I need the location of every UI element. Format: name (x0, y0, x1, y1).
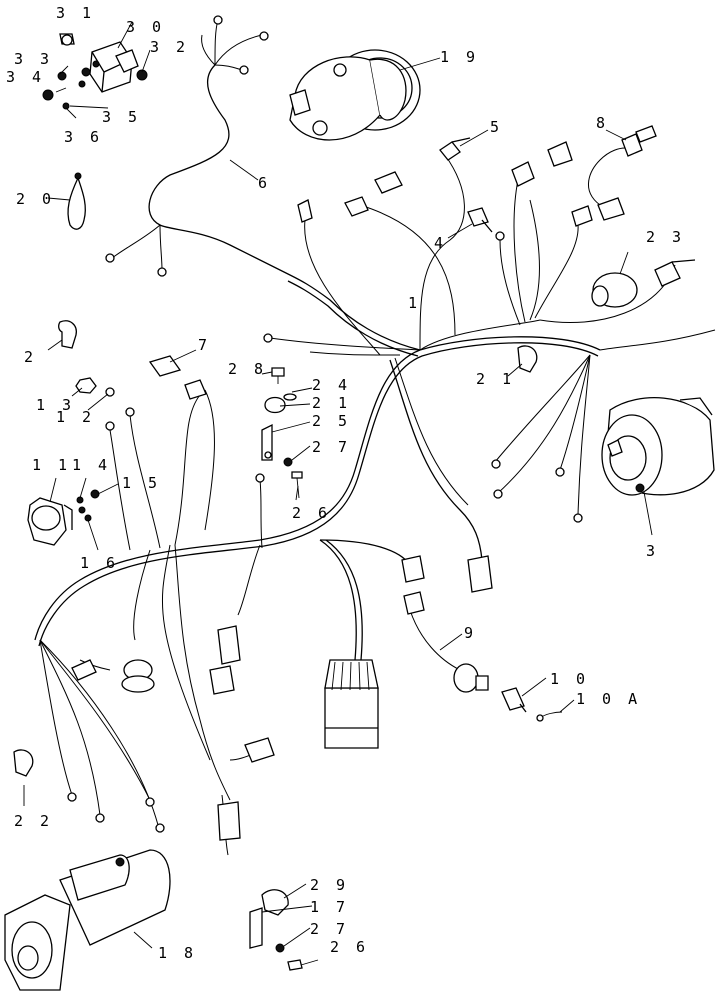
callout-3: 3 (646, 542, 659, 560)
callout-24: 2 4 (312, 376, 351, 394)
round-connector (71, 659, 155, 693)
nut-13-washer-12 (75, 377, 115, 397)
callout-5: 5 (490, 118, 503, 136)
callout-20: 2 0 (16, 190, 55, 208)
callout-17: 1 7 (310, 898, 349, 916)
connector-pair-upper-center (297, 171, 403, 223)
callout-labels: 3 1 3 0 3 2 3 3 3 4 3 5 3 6 1 9 5 8 6 2 … (6, 4, 685, 962)
callout-8: 8 (596, 114, 609, 132)
callout-19: 1 9 (440, 48, 479, 66)
connector-7 (148, 355, 207, 400)
starter-motor-18 (4, 849, 171, 991)
sensor-10 (501, 687, 527, 713)
ac-compressor (289, 49, 421, 141)
callout-26-lower: 2 6 (330, 938, 369, 956)
alternator-3 (601, 397, 715, 496)
sender-9 (453, 663, 489, 693)
main-harness (34, 19, 716, 856)
callout-31: 3 1 (56, 4, 95, 22)
multi-pin-connector (324, 659, 379, 749)
callout-36: 3 6 (64, 128, 103, 146)
callout-33: 3 3 (14, 50, 53, 68)
connector-upper-right (511, 141, 625, 227)
callout-32: 3 2 (150, 38, 189, 56)
callout-9: 9 (464, 624, 477, 642)
clip-22 (13, 749, 34, 777)
callout-7: 7 (198, 336, 211, 354)
connector-5 (439, 137, 471, 161)
callout-4: 4 (434, 234, 447, 252)
connector-bottom-center (217, 737, 275, 841)
callout-21-right: 2 1 (476, 370, 515, 388)
callout-6: 6 (258, 174, 271, 192)
callout-35: 3 5 (102, 108, 141, 126)
callout-16: 1 6 (80, 554, 119, 572)
callout-10a: 1 0 A (576, 690, 641, 708)
bracket-hardware-upper (261, 367, 303, 499)
callout-13: 1 3 (36, 396, 75, 414)
callout-18: 1 8 (158, 944, 197, 962)
callout-10: 1 0 (550, 670, 589, 688)
callout-27-upper: 2 7 (312, 438, 351, 456)
callout-28: 2 8 (228, 360, 267, 378)
callout-23: 2 3 (646, 228, 685, 246)
callout-26-upper: 2 6 (292, 504, 331, 522)
callout-11: 1 1 (32, 456, 71, 474)
callout-22: 2 2 (14, 812, 53, 830)
callout-14: 1 4 (72, 456, 111, 474)
sensor-8 (588, 125, 657, 206)
callout-27-lower: 2 7 (310, 920, 349, 938)
pin-10a (536, 711, 563, 722)
callout-30: 3 0 (126, 18, 165, 36)
pressure-switch-23 (591, 259, 696, 308)
relay-assembly (78, 41, 139, 93)
callout-1: 1 (408, 294, 421, 312)
callout-12: 1 2 (56, 408, 95, 426)
callout-21-upper: 2 1 (312, 394, 351, 412)
buzzer-11 (27, 489, 100, 546)
ring-terminals (67, 15, 583, 833)
connector-mid-left (209, 625, 241, 695)
callout-29: 2 9 (310, 876, 349, 894)
callout-34: 3 4 (6, 68, 45, 86)
clip-21-right (517, 345, 538, 373)
callout-25: 2 5 (312, 412, 351, 430)
tie-strap-20 (67, 172, 86, 230)
clip-2 (58, 320, 77, 349)
leader-lines (23, 21, 653, 949)
sensor-4 (467, 207, 505, 241)
callout-15: 1 5 (122, 474, 161, 492)
connector-center-right (401, 555, 493, 615)
bracket-hardware-lower (249, 889, 319, 971)
callout-2: 2 (24, 348, 37, 366)
relay-hardware (42, 33, 148, 110)
